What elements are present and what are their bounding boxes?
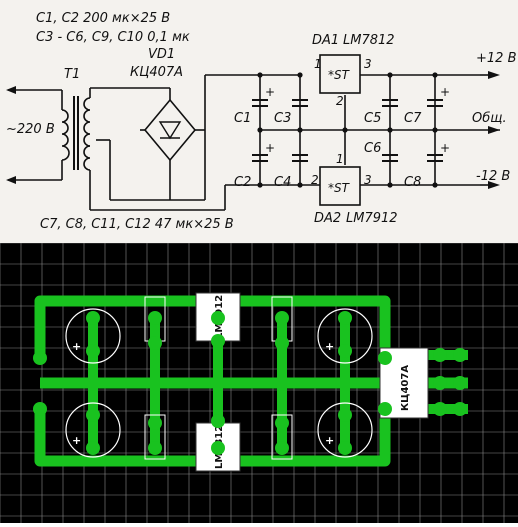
pcb-pads: [33, 311, 467, 455]
transformer-symbol: [61, 87, 225, 211]
pcb-capacitor-outlines: [65, 296, 373, 460]
output-neg-label: -12 В: [476, 169, 510, 184]
note-c1-c2: C1, C2 200 мк×25 В: [36, 11, 170, 26]
pcb-pad: [86, 344, 100, 358]
pcb-pad: [275, 416, 289, 430]
pcb-pad: [453, 402, 467, 416]
pcb-pad: [338, 441, 352, 455]
pcb-cap-outline-4: [317, 402, 373, 458]
da2-pin-out: 3: [364, 173, 372, 187]
da2-body: [319, 166, 361, 206]
pcb-smallcap-4: [271, 414, 293, 460]
pcb-pad: [378, 402, 392, 416]
pcb-pad: [338, 311, 352, 325]
pcb-pad: [148, 441, 162, 455]
pcb-plus-mark-4: +: [325, 434, 334, 447]
da2-part: LM7912: [346, 211, 398, 226]
schematic-diagram: C1, C2 200 мк×25 В C3 - C6, C9, C10 0,1 …: [0, 0, 518, 243]
pcb-pad: [433, 376, 447, 390]
pcb-pad: [433, 402, 447, 416]
cap-label-c7: C7: [404, 111, 422, 126]
da1-pin-out: 3: [364, 57, 372, 71]
pcb-cap-outline-2: [65, 402, 121, 458]
da1-pin-gnd: 2: [336, 94, 344, 108]
pcb-bridge-label: КЦ407А: [400, 365, 411, 411]
pcb-smallcap-2: [144, 414, 166, 460]
da2-marking: *ST: [328, 181, 351, 195]
note-c7-c12: C7, C8, C11, C12 47 мк×25 В: [40, 217, 234, 232]
pcb-pad: [211, 414, 225, 428]
pcb-plus-mark-1: +: [72, 340, 81, 353]
da2-pin-in: 1: [336, 152, 344, 166]
pcb-pad: [338, 408, 352, 422]
schematic-svg: C1, C2 200 мк×25 В C3 - C6, C9, C10 0,1 …: [6, 11, 517, 232]
pcb-pad: [433, 348, 447, 362]
svg-text:+: +: [265, 141, 275, 155]
capacitor-symbols: + + + +: [252, 85, 450, 162]
cap-label-c4: C4: [274, 175, 291, 190]
output-common-label: Общ.: [472, 111, 507, 126]
pcb-svg: + + + + LM7912 LM7812 КЦ407А: [0, 242, 518, 523]
cap-label-c2: C2: [234, 175, 251, 190]
cap-label-c5: C5: [364, 111, 381, 126]
pcb-pad: [33, 351, 47, 365]
cap-label-c1: C1: [234, 111, 251, 126]
da1-part: LM7812: [343, 33, 395, 48]
pcb-pad: [86, 441, 100, 455]
pcb-pad: [211, 311, 225, 325]
pcb-plus-mark-3: +: [325, 340, 334, 353]
pcb-pad: [148, 416, 162, 430]
pcb-pad: [275, 311, 289, 325]
da2-pin-gnd: 2: [311, 173, 319, 187]
pcb-bridge: КЦ407А: [379, 347, 429, 419]
pcb-layout: + + + + LM7912 LM7812 КЦ407А: [0, 242, 518, 523]
pcb-plus-mark-2: +: [72, 434, 81, 447]
junction-dots: [257, 72, 438, 188]
da2-ref: DA2: [314, 211, 341, 226]
pcb-pad: [148, 311, 162, 325]
pcb-pad: [86, 408, 100, 422]
svg-text:+: +: [440, 85, 450, 99]
pcb-cap-outline-1: [65, 308, 121, 364]
svg-text:+: +: [440, 141, 450, 155]
pcb-pad: [338, 344, 352, 358]
mains-input-label: ~220 В: [6, 122, 55, 137]
pcb-pad: [211, 441, 225, 455]
transformer-ref: T1: [64, 67, 80, 82]
bridge-ref: VD1: [148, 47, 175, 62]
output-pos-label: +12 В: [476, 51, 517, 66]
bridge-part: КЦ407А: [130, 65, 183, 80]
da1-ref: DA1: [312, 33, 339, 48]
mains-arrows: [6, 86, 63, 184]
pcb-pad: [453, 348, 467, 362]
cap-label-c8: C8: [404, 175, 421, 190]
svg-text:+: +: [265, 85, 275, 99]
pcb-pad: [453, 376, 467, 390]
pcb-pad: [275, 336, 289, 350]
pcb-pad: [86, 311, 100, 325]
cap-label-c6: C6: [364, 141, 381, 156]
cap-label-c3: C3: [274, 111, 291, 126]
bridge-symbol: [140, 74, 300, 210]
pcb-pad: [148, 336, 162, 350]
da1-body: [319, 54, 361, 94]
pcb-pad: [33, 402, 47, 416]
note-c3-c10: C3 - C6, C9, C10 0,1 мк: [36, 30, 190, 45]
da1-marking: *ST: [328, 68, 351, 82]
pcb-pad: [378, 351, 392, 365]
pcb-cap-outline-3: [317, 308, 373, 364]
pcb-pad: [275, 441, 289, 455]
pcb-pad: [211, 334, 225, 348]
da1-pin-in: 1: [314, 57, 322, 71]
